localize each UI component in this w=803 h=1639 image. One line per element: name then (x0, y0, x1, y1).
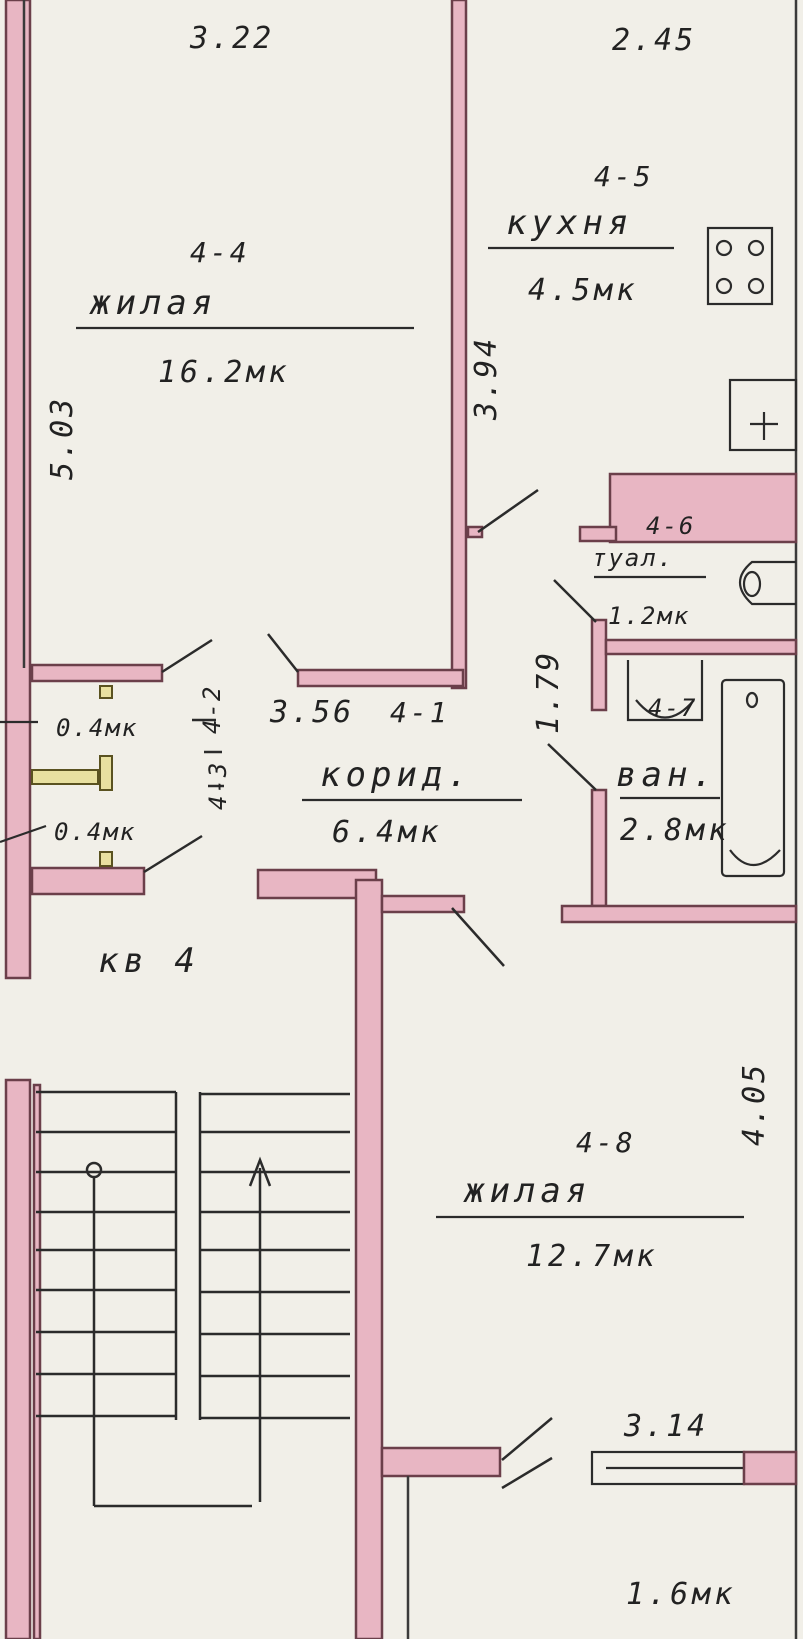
door-balcony-2 (501, 1456, 553, 1490)
stair-arrow-icon (248, 1156, 272, 1187)
stair-inner-wall (32, 1083, 42, 1639)
bath-left-wall (590, 788, 608, 908)
closet-b-number: 4-3 (204, 761, 232, 810)
living-bottom-area: 12.7мк (526, 1239, 658, 1274)
bathtub-drain-icon (745, 691, 759, 709)
leader-line-closet-b (0, 824, 47, 844)
stair-right-wall (354, 878, 384, 1639)
toilet-bowl-outline (738, 560, 796, 606)
corridor-area: 6.4мк (332, 815, 442, 850)
closet-divider (31, 769, 99, 785)
bath-bottom-wall (560, 904, 798, 924)
door-kitchen (477, 488, 539, 534)
stove-burner-icon (747, 239, 765, 257)
washbasin-bowl (635, 699, 695, 719)
closet-post-bottom (99, 851, 113, 867)
closet-divider-post (99, 755, 113, 791)
closet-a-number: 4-2 (198, 685, 226, 734)
kitchen-area: 4.5мк (528, 273, 638, 308)
corridor-name: корид. (320, 755, 473, 795)
dim-bath-height: 1.79 (531, 650, 566, 734)
bathtub-outline (720, 678, 786, 878)
corridor-number: 4-1 (390, 696, 450, 729)
balcony-area: 1.6мк (626, 1577, 736, 1612)
left-outer-wall-lower (4, 1078, 32, 1639)
door-bath (547, 743, 597, 791)
closet-b-area: 0.4мк (54, 818, 136, 846)
toilet-bowl-icon (742, 570, 762, 598)
bathroom-block-wall-top (608, 472, 798, 544)
closet-post-top (99, 685, 113, 699)
door-balcony (501, 1417, 553, 1461)
bath-name: ван. (616, 755, 718, 795)
toilet-area: 1.2мк (608, 602, 690, 630)
bathtub-bottom-curve (729, 849, 781, 866)
dim-middle-height: 3.94 (469, 336, 504, 421)
kitchen-number: 4-5 (594, 160, 654, 193)
living-top-name: жилая (89, 283, 217, 323)
stair-start-icon (85, 1161, 103, 1179)
toilet-left-wall (590, 618, 608, 712)
kitchen-name: кухня (506, 203, 633, 243)
kitchen-door-jamb (466, 525, 484, 539)
closet-a-area: 0.4мк (56, 714, 138, 742)
dim-corridor-width: 3.56 (269, 695, 354, 730)
dim-right-height: 4.05 (737, 1062, 772, 1146)
partition-wall-top (450, 0, 468, 690)
sink-outline (728, 378, 798, 452)
stove-burner-icon (747, 277, 765, 295)
dim-bottom-width: 3.14 (623, 1409, 708, 1444)
living-bottom-name: жилая (463, 1171, 591, 1211)
door-living-bottom (451, 907, 505, 967)
toilet-name: туал. (592, 544, 674, 572)
dim-top-right-width: 2.45 (612, 23, 696, 58)
bathroom-ledge (578, 525, 618, 543)
left-outer-wall (4, 0, 32, 980)
living-bottom-door-jamb (380, 894, 466, 914)
stove-burner-icon (715, 277, 733, 295)
stove-outline (706, 226, 774, 306)
dim-left-height: 5.03 (45, 396, 80, 480)
bath-area: 2.8мк (620, 813, 730, 848)
balcony-wall-right (742, 1450, 798, 1486)
door-closet (143, 834, 203, 874)
door-toilet (553, 579, 597, 623)
stove-burner-icon (715, 239, 733, 257)
staircase (36, 1090, 350, 1508)
apartment-label: кв 4 (98, 941, 200, 981)
living-top-bottom-wall-right (296, 668, 465, 688)
dim-top-left-width: 3.22 (189, 21, 274, 56)
closet-bottom-wall (30, 866, 146, 896)
living-bottom-number: 4-8 (576, 1126, 636, 1159)
living-top-area: 16.2мк (158, 355, 290, 390)
living-top-number: 4-4 (190, 236, 250, 269)
washbasin-outline (626, 660, 704, 722)
door-living-top-left (161, 638, 213, 674)
balcony-wall-left (380, 1446, 502, 1478)
door-living-top-right (267, 633, 299, 673)
bath-number: 4-7 (648, 694, 697, 722)
toilet-number: 4-6 (646, 512, 695, 540)
toilet-bath-wall (604, 638, 798, 656)
living-top-bottom-wall-left (30, 663, 164, 683)
